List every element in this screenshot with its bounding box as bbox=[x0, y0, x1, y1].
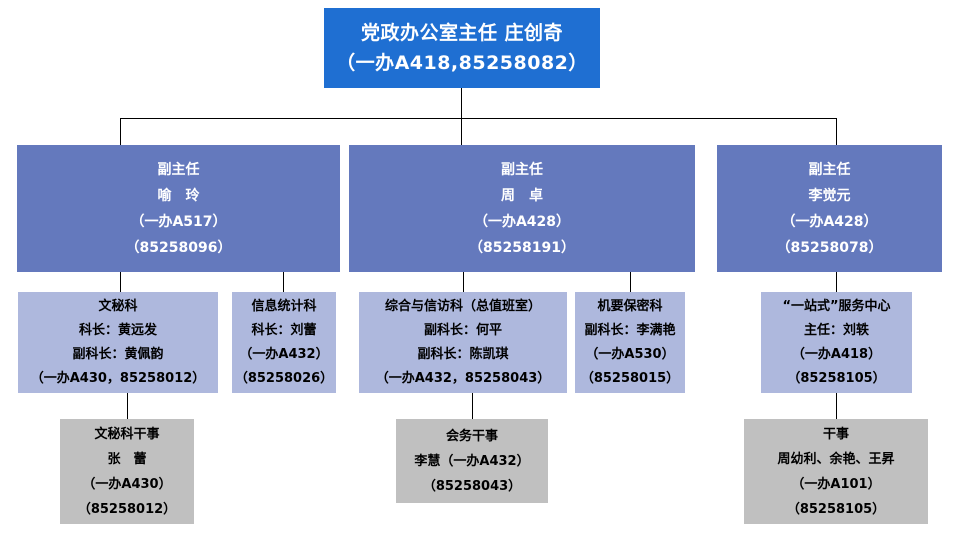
node-secretariat-line2: 科长：黄远发 bbox=[78, 322, 157, 338]
node-director-line2: （一办A418,85258082） bbox=[336, 52, 588, 74]
node-deputy-director-yu-ling[interactable]: 副主任 喻 玲 （一办A517） （85258096） bbox=[17, 145, 340, 272]
node-deputy2-line2: 周 卓 bbox=[501, 187, 543, 204]
node-one-stop-service-center[interactable]: “一站式”服务中心 主任：刘轶 （一办A418） （85258105） bbox=[761, 292, 912, 393]
node-general-and-petition-section[interactable]: 综合与信访科（总值班室） 副科长：何平 副科长：陈凯琪 （一办A432，8525… bbox=[359, 292, 567, 393]
connector-bus-to-deputy2 bbox=[461, 118, 462, 145]
node-deputy3-line1: 副主任 bbox=[808, 161, 851, 178]
node-onestop-line1: “一站式”服务中心 bbox=[782, 298, 891, 314]
connector-onestop-to-staff bbox=[836, 393, 837, 419]
node-deputy3-line4: （85258078） bbox=[776, 239, 883, 256]
node-secretariat-line1: 文秘科 bbox=[98, 298, 138, 314]
node-secretariat-staff-line4: （85258012） bbox=[77, 501, 177, 517]
connector-director-trunk bbox=[461, 88, 462, 118]
node-onestop-line2: 主任：刘轶 bbox=[803, 322, 869, 338]
connector-deputy2-to-confidential bbox=[630, 272, 631, 292]
node-confidential-line1: 机要保密科 bbox=[597, 298, 663, 314]
node-onestop-staff-line3: （一办A101） bbox=[791, 476, 881, 492]
node-secretariat-staff-line3: （一办A430） bbox=[82, 476, 172, 492]
connector-deputy3-to-onestop bbox=[836, 272, 837, 292]
node-deputy1-line2: 喻 玲 bbox=[157, 187, 200, 204]
node-onestop-staff-line4: （85258105） bbox=[786, 501, 886, 517]
node-deputy-director-li-jueyuan[interactable]: 副主任 李觉元 （一办A428） （85258078） bbox=[717, 145, 942, 272]
node-secretariat-staff-line2: 张 蕾 bbox=[107, 451, 147, 467]
node-meeting-affairs-staff[interactable]: 会务干事 李慧（一办A432） （85258043） bbox=[396, 419, 548, 503]
connector-deputy-bus bbox=[120, 118, 836, 119]
node-general-line1: 综合与信访科（总值班室） bbox=[384, 298, 541, 314]
connector-secretariat-to-staff bbox=[127, 393, 128, 419]
node-onestop-line3: （一办A418） bbox=[791, 346, 882, 362]
connector-bus-to-deputy3 bbox=[836, 118, 837, 145]
node-general-line2: 副科长：何平 bbox=[423, 322, 502, 338]
node-confidential-section[interactable]: 机要保密科 副科长：李满艳 （一办A530） （85258015） bbox=[575, 292, 685, 393]
node-deputy2-line3: （一办A428） bbox=[473, 213, 571, 230]
node-onestop-line4: （85258105） bbox=[787, 370, 886, 386]
node-deputy1-line1: 副主任 bbox=[157, 161, 200, 178]
node-onestop-staff-line1: 干事 bbox=[822, 426, 849, 442]
node-information-statistics-section[interactable]: 信息统计科 科长：刘蕾 （一办A432） （85258026） bbox=[232, 292, 336, 393]
node-deputy3-line3: （一办A428） bbox=[781, 213, 878, 230]
node-statistics-line2: 科长：刘蕾 bbox=[251, 322, 317, 338]
node-one-stop-staff[interactable]: 干事 周幼利、余艳、王昇 （一办A101） （85258105） bbox=[744, 419, 928, 524]
connector-deputy1-to-statistics bbox=[283, 272, 284, 292]
node-general-line3: 副科长：陈凯琪 bbox=[417, 346, 509, 362]
node-deputy1-line4: （85258096） bbox=[125, 239, 232, 256]
connector-deputy2-to-general bbox=[463, 272, 464, 292]
node-director-line1: 党政办公室主任 庄创奇 bbox=[360, 22, 564, 44]
node-deputy1-line3: （一办A517） bbox=[130, 213, 227, 230]
node-confidential-line2: 副科长：李满艳 bbox=[584, 322, 676, 338]
node-deputy2-line4: （85258191） bbox=[469, 239, 575, 256]
node-confidential-line4: （85258015） bbox=[580, 370, 680, 386]
node-meeting-staff-line1: 会务干事 bbox=[445, 428, 498, 444]
node-statistics-line3: （一办A432） bbox=[239, 346, 329, 362]
node-deputy-director-zhou-zhuo[interactable]: 副主任 周 卓 （一办A428） （85258191） bbox=[349, 145, 695, 272]
node-director[interactable]: 党政办公室主任 庄创奇 （一办A418,85258082） bbox=[324, 8, 600, 88]
node-confidential-line3: （一办A530） bbox=[585, 346, 675, 362]
connector-general-to-meeting-staff bbox=[472, 393, 473, 419]
node-statistics-line4: （85258026） bbox=[234, 370, 334, 386]
node-onestop-staff-line2: 周幼利、余艳、王昇 bbox=[777, 451, 895, 467]
node-secretariat-section[interactable]: 文秘科 科长：黄远发 副科长：黄佩韵 （一办A430，85258012） bbox=[18, 292, 218, 393]
node-secretariat-line3: 副科长：黄佩韵 bbox=[72, 346, 164, 362]
node-meeting-staff-line3: （85258043） bbox=[422, 478, 522, 494]
node-statistics-line1: 信息统计科 bbox=[251, 298, 317, 314]
node-deputy2-line1: 副主任 bbox=[501, 161, 543, 178]
node-meeting-staff-line2: 李慧（一办A432） bbox=[414, 453, 530, 469]
connector-bus-to-deputy1 bbox=[120, 118, 121, 145]
node-secretariat-staff[interactable]: 文秘科干事 张 蕾 （一办A430） （85258012） bbox=[60, 419, 194, 524]
node-deputy3-line2: 李觉元 bbox=[808, 187, 851, 204]
node-secretariat-line4: （一办A430，85258012） bbox=[30, 370, 206, 386]
node-general-line4: （一办A432，85258043） bbox=[375, 370, 551, 386]
connector-deputy1-to-secretariat bbox=[120, 272, 121, 292]
node-secretariat-staff-line1: 文秘科干事 bbox=[94, 426, 160, 442]
